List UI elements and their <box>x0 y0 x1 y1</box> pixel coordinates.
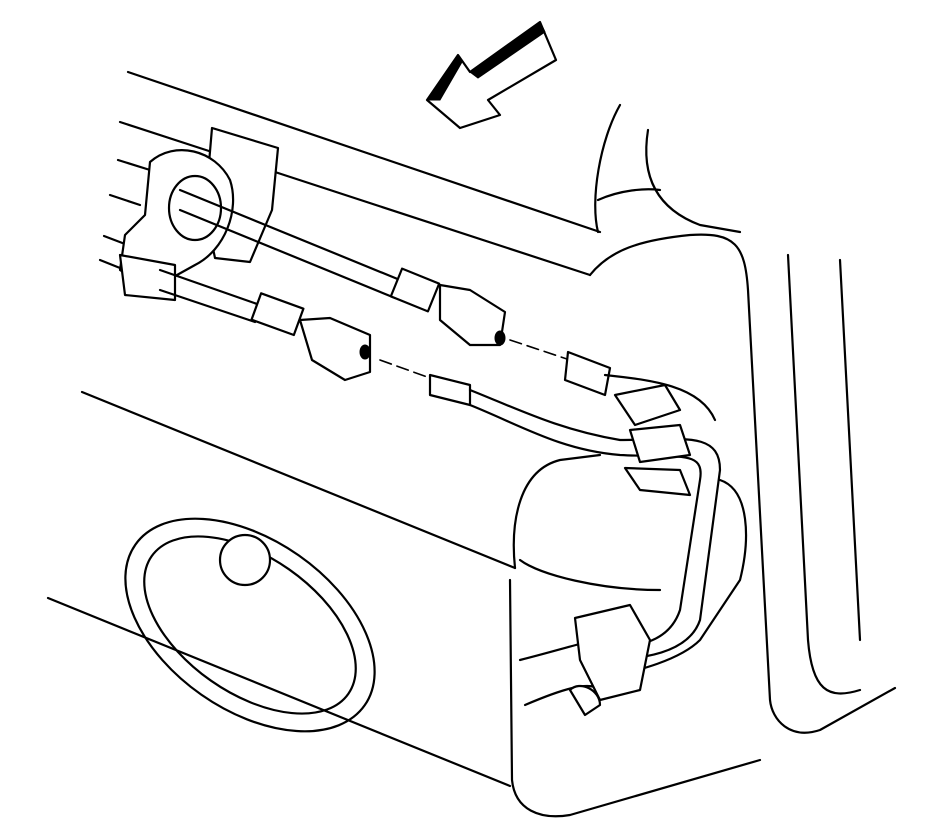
panel-body <box>46 70 897 818</box>
wire-harness <box>428 350 748 707</box>
electrical-connector-upper <box>613 383 692 497</box>
fuel-line-lower <box>158 268 372 382</box>
alignment-lines <box>379 339 571 379</box>
fuel-line-upper <box>178 188 507 347</box>
electrical-connector-lower <box>568 603 652 717</box>
mounting-clip <box>118 126 280 302</box>
oval-emblem <box>124 517 376 733</box>
direction-arrow <box>425 20 558 130</box>
